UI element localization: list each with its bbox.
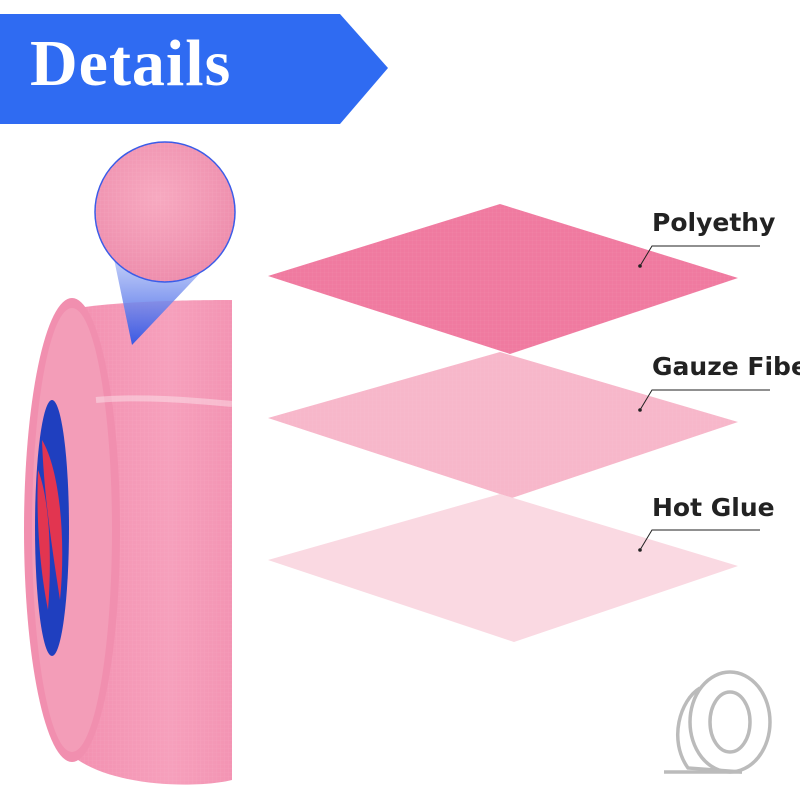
leader-line-gauze-fiber (639, 389, 770, 411)
layer-sheet-gauze-fiber (268, 352, 738, 498)
layer-label-gauze-fiber: Gauze Fiber (652, 352, 800, 381)
tape-roll-icon (664, 670, 772, 774)
leader-line-hot-glue (639, 529, 760, 551)
tape-roll (24, 298, 233, 785)
zoom-circle (94, 141, 236, 283)
layer-label-hot-glue: Hot Glue (652, 493, 775, 522)
banner-title: Details (30, 27, 232, 100)
layer-label-polyethy: Polyethy (652, 208, 776, 237)
details-banner (0, 14, 388, 124)
layer-sheet-hot-glue (268, 494, 738, 642)
layer-sheet-polyethy (268, 204, 738, 354)
leader-line-polyethy (639, 245, 760, 267)
